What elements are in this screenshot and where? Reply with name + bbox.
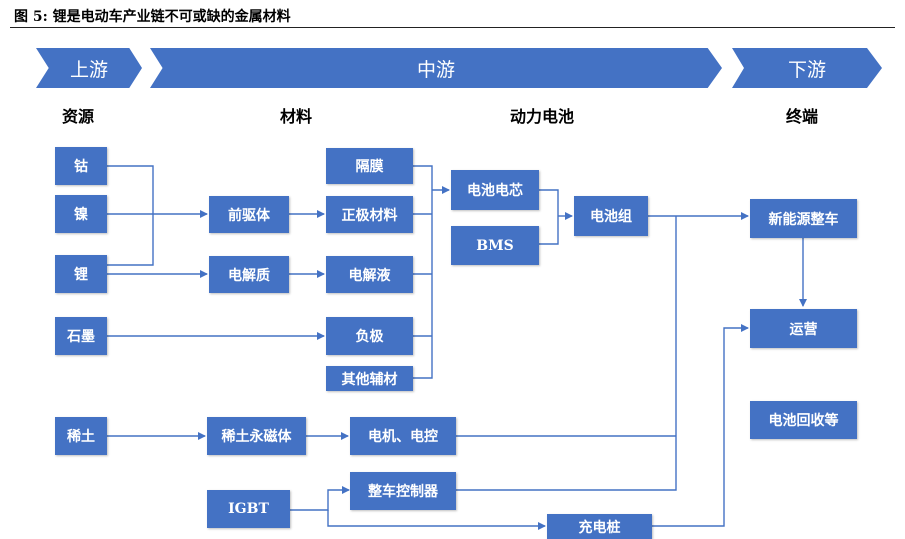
node-operation: 运营 (750, 309, 857, 348)
node-precursor: 前驱体 (209, 196, 289, 233)
stage-downstream-arrow: 下游 (732, 48, 882, 88)
column-header-resources: 资源 (62, 107, 95, 126)
node-cathode: 正极材料 (326, 196, 413, 233)
node-nev: 新能源整车 (750, 199, 857, 238)
node-motor-control: 电机、电控 (350, 417, 456, 455)
node-other-materials: 其他辅材 (326, 366, 413, 391)
node-anode: 负极 (326, 317, 413, 355)
stage-downstream-label: 下游 (787, 58, 826, 81)
node-recycling: 电池回收等 (750, 401, 857, 439)
node-nickel: 镍 (55, 195, 107, 233)
column-header-terminal: 终端 (786, 107, 819, 126)
stage-midstream-label: 中游 (416, 58, 455, 81)
node-cell: 电池电芯 (451, 170, 539, 210)
node-cobalt: 钴 (55, 147, 107, 185)
figure-caption: 图 5: 锂是电动车产业链不可或缺的金属材料 (14, 9, 291, 25)
column-header-materials: 材料 (280, 107, 313, 126)
stage-midstream-arrow: 中游 (150, 48, 722, 88)
node-separator: 隔膜 (326, 148, 413, 184)
node-igbt: IGBT (207, 490, 290, 528)
node-vehicle-controller: 整车控制器 (350, 472, 456, 510)
node-electrolyte: 电解质 (209, 256, 289, 293)
node-rare-earth-magnet: 稀土永磁体 (207, 417, 306, 455)
node-electrolyte-liquid: 电解液 (326, 256, 413, 293)
column-header-battery: 动力电池 (510, 107, 575, 126)
node-rare-earth: 稀土 (55, 417, 107, 455)
node-charging-pile: 充电桩 (547, 514, 652, 539)
node-battery-pack: 电池组 (574, 196, 648, 236)
node-graphite: 石墨 (55, 317, 107, 355)
node-lithium: 锂 (55, 255, 107, 293)
stage-upstream-label: 上游 (69, 58, 108, 81)
caption-divider (10, 27, 895, 28)
stage-upstream-arrow: 上游 (36, 48, 142, 88)
node-bms: BMS (451, 226, 539, 265)
